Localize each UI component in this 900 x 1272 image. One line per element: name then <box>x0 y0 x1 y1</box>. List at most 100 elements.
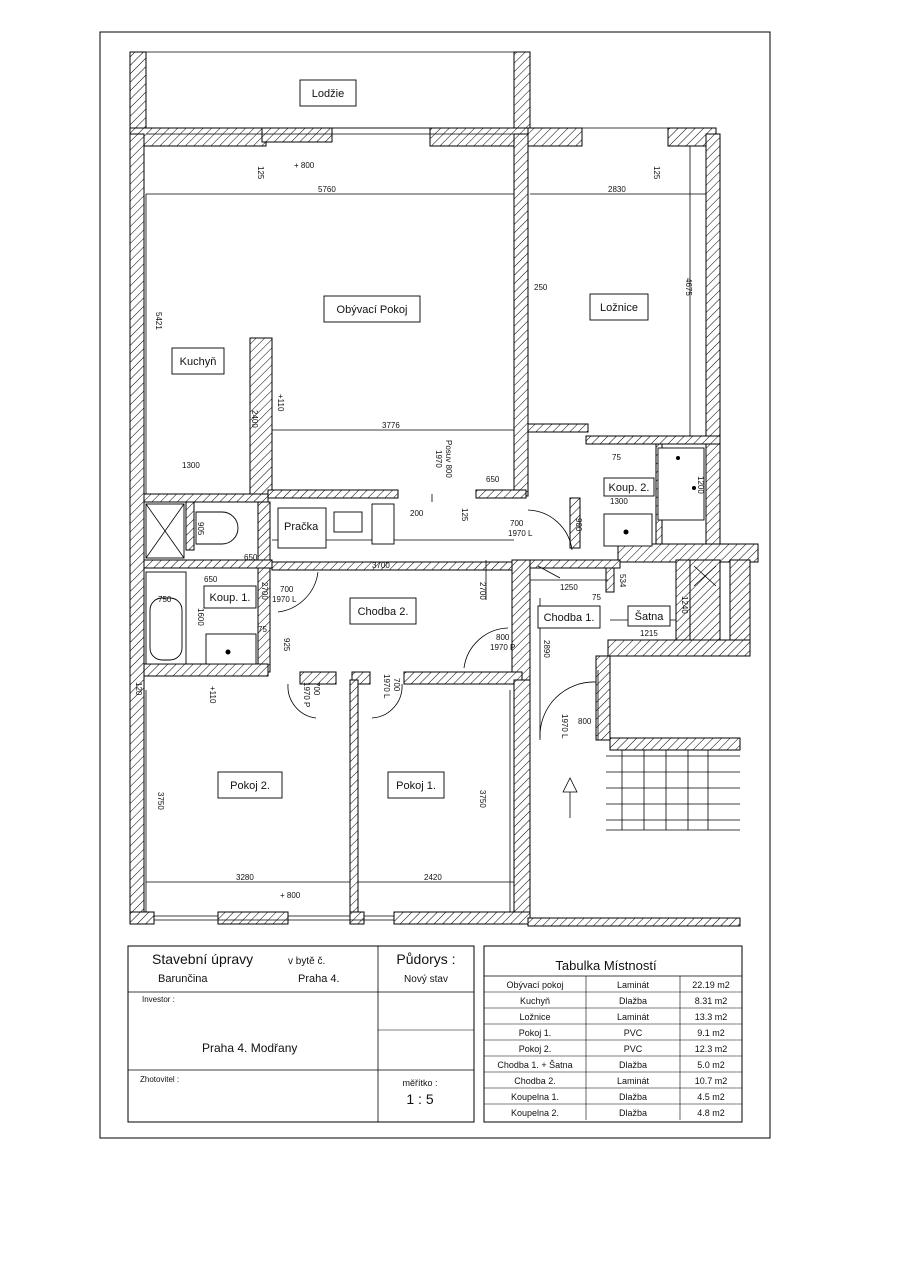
room-table-room: Kuchyň <box>520 996 550 1006</box>
walls <box>129 51 759 927</box>
dim-text: 700 <box>510 519 524 528</box>
windows <box>146 51 668 921</box>
room-table-area: 4.5 m2 <box>697 1092 725 1102</box>
room-table-room: Chodba 2. <box>514 1076 556 1086</box>
room-table-room: Pokoj 1. <box>519 1028 552 1038</box>
dim-text: 4675 <box>684 278 693 296</box>
room-table-area: 12.3 m2 <box>695 1044 728 1054</box>
dim-text: 120 <box>134 682 143 696</box>
dim-text: 905 <box>196 522 205 536</box>
dim-text: 3750 <box>156 792 165 810</box>
dim-text: 3750 <box>478 790 487 808</box>
room-table-floor: Laminát <box>617 980 650 990</box>
room-label-kuchyn: Kuchyň <box>180 356 217 368</box>
room-table-room: Chodba 1. + Šatna <box>497 1060 572 1070</box>
dim-text: 2700 <box>260 582 269 600</box>
dim-text: 700 <box>312 682 321 696</box>
dim-text: 1970 L <box>560 714 569 739</box>
dim-text: 5421 <box>154 312 163 330</box>
dim-text: 3776 <box>382 421 400 430</box>
room-table-floor: Dlažba <box>619 1108 647 1118</box>
room-table-area: 13.3 m2 <box>695 1012 728 1022</box>
dim-text: 2700 <box>478 582 487 600</box>
room-label-obyvaci: Obývací Pokoj <box>337 304 408 316</box>
dim-text: 75 <box>592 593 601 602</box>
dim-text: 650 <box>486 475 500 484</box>
room-label-koup2: Koup. 2. <box>609 482 650 494</box>
room-table-area: 4.8 m2 <box>697 1108 725 1118</box>
investor-address: Praha 4. Modřany <box>202 1041 297 1055</box>
dim-text: 700 <box>280 585 294 594</box>
investor-label: Investor : <box>142 995 175 1004</box>
dim-text: 1970 P <box>490 643 515 652</box>
dim-text: 125 <box>256 166 265 180</box>
room-table-floor: Laminát <box>617 1012 650 1022</box>
room-label-chodba2: Chodba 2. <box>358 606 409 618</box>
dim-text: 3700 <box>372 561 390 570</box>
room-table-room: Obývací pokoj <box>506 980 563 990</box>
dim-text: + 800 <box>280 891 301 900</box>
room-table-room: Pokoj 2. <box>519 1044 552 1054</box>
dim-text: 2890 <box>542 640 551 658</box>
dim-text: 1970 <box>434 450 443 468</box>
room-table-area: 8.31 m2 <box>695 996 728 1006</box>
doors <box>277 494 599 740</box>
dim-text: 125 <box>460 508 469 522</box>
scale-label: měřítko : <box>402 1078 437 1088</box>
plan-state: Nový stav <box>404 974 448 985</box>
room-table-floor: PVC <box>624 1044 643 1054</box>
room-labels: Lodžie Obývací Pokoj Ložnice Kuchyň Koup… <box>171 79 671 799</box>
dim-text: 534 <box>618 574 627 588</box>
dim-text: 1970 L <box>272 595 297 604</box>
contractor-label: Zhotovitel : <box>140 1075 179 1084</box>
dim-text: 1600 <box>196 608 205 626</box>
room-label-loznice: Ložnice <box>600 302 638 314</box>
dim-text: 1300 <box>610 497 628 506</box>
room-table-floor: Dlažba <box>619 996 647 1006</box>
dim-text: +110 <box>276 394 285 412</box>
dim-text: 250 <box>534 283 548 292</box>
room-label-koup1: Koup. 1. <box>210 592 251 604</box>
dim-text: 2830 <box>608 185 626 194</box>
room-table-room: Koupelna 2. <box>511 1108 559 1118</box>
room-table-area: 9.1 m2 <box>697 1028 725 1038</box>
room-label-pokoj1: Pokoj 1. <box>396 780 436 792</box>
room-label-pokoj2: Pokoj 2. <box>230 780 270 792</box>
dim-text: 1250 <box>560 583 578 592</box>
title-city: Praha 4. <box>298 973 340 985</box>
dim-text: 75 <box>258 625 267 634</box>
dim-text: Posuv 800 <box>444 440 453 478</box>
dim-text: 1300 <box>182 461 200 470</box>
room-label-pracka: Pračka <box>284 521 319 533</box>
title-suffix: v bytě č. <box>288 956 325 967</box>
dim-text: 1970 L <box>382 674 391 699</box>
dim-text: 1240 <box>680 596 689 614</box>
title-main: Stavební úpravy <box>152 951 253 967</box>
title-street: Barunčina <box>158 973 208 985</box>
room-label-lodzie: Lodžie <box>312 88 344 100</box>
title-block: Stavební úpravy v bytě č. Barunčina Prah… <box>127 945 475 1123</box>
dim-text: 900 <box>574 518 583 532</box>
sheet-frame <box>99 31 771 1139</box>
dim-text: 700 <box>392 678 401 692</box>
dim-text: 75 <box>612 453 621 462</box>
room-table-floor: PVC <box>624 1028 643 1038</box>
room-table-area: 22.19 m2 <box>692 980 730 990</box>
dim-text: + 800 <box>294 161 315 170</box>
room-table-floor: Dlažba <box>619 1060 647 1070</box>
room-table-area: 5.0 m2 <box>697 1060 725 1070</box>
dim-text: 1215 <box>640 629 658 638</box>
dim-text: 800 <box>578 717 592 726</box>
dim-text: +110 <box>208 686 217 704</box>
dim-text: 5760 <box>318 185 336 194</box>
room-table-room: Koupelna 1. <box>511 1092 559 1102</box>
dim-text: 2420 <box>424 873 442 882</box>
dim-text: 650 <box>204 575 218 584</box>
fixtures <box>145 447 740 831</box>
dim-text: 650 <box>244 553 258 562</box>
room-table-title: Tabulka Místností <box>555 958 657 973</box>
scale-value: 1 : 5 <box>406 1091 433 1107</box>
dim-text: 800 <box>496 633 510 642</box>
